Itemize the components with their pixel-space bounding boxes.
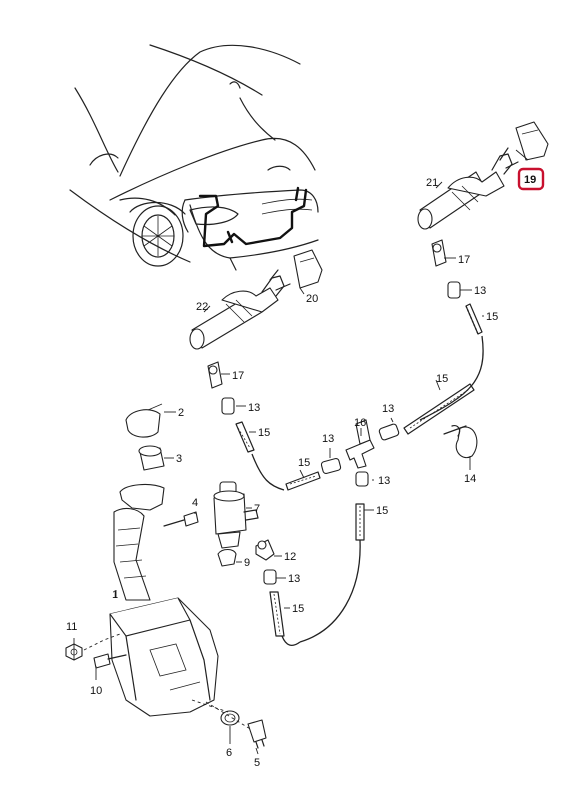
label-4: 4	[192, 497, 198, 509]
headlight-washer-nozzle-right	[417, 147, 519, 230]
label-3: 3	[176, 453, 182, 465]
label-20: 20	[306, 293, 318, 305]
label-21: 21	[426, 177, 438, 189]
label-10: 10	[90, 685, 102, 697]
label-15: 15	[436, 373, 448, 385]
label-9: 9	[244, 557, 250, 569]
label-16: 16	[354, 417, 366, 429]
label-6: 6	[226, 747, 232, 759]
label-13: 13	[288, 573, 300, 585]
label-17: 17	[458, 254, 470, 266]
hose-runs	[251, 335, 484, 647]
part-labels: 20 22 17 13 15 21 17 13 15 15 13 16 13 1…	[66, 177, 498, 769]
label-15: 15	[486, 311, 498, 323]
label-13: 13	[474, 285, 486, 297]
label-13: 13	[322, 433, 334, 445]
fittings-left-branch	[207, 361, 255, 453]
label-13: 13	[382, 403, 394, 415]
label-19: 19	[524, 174, 536, 186]
label-2: 2	[178, 407, 184, 419]
highlight-badge-19[interactable]: 19	[517, 167, 545, 191]
label-15: 15	[258, 427, 270, 439]
leader-lines	[73, 149, 529, 755]
label-15: 15	[292, 603, 304, 615]
label-5: 5	[254, 757, 260, 769]
headlight-washer-nozzle-left	[189, 269, 291, 350]
headlight-washer-cap-20	[293, 249, 323, 289]
label-7: 7	[254, 503, 260, 515]
label-17: 17	[232, 370, 244, 382]
label-13: 13	[248, 402, 260, 414]
label-15: 15	[298, 457, 310, 469]
hose-clamp-14	[443, 425, 478, 458]
label-1: 1	[112, 589, 118, 601]
label-22: 22	[196, 301, 208, 313]
washer-pump	[213, 481, 275, 567]
label-12: 12	[284, 551, 296, 563]
car-illustration	[69, 44, 319, 271]
highlight-box	[517, 167, 545, 191]
label-15: 15	[376, 505, 388, 517]
label-11: 11	[66, 621, 77, 633]
label-14: 14	[464, 473, 476, 485]
label-13: 13	[378, 475, 390, 487]
washer-reservoir	[65, 403, 267, 749]
headlight-washer-cap-19	[515, 121, 549, 161]
